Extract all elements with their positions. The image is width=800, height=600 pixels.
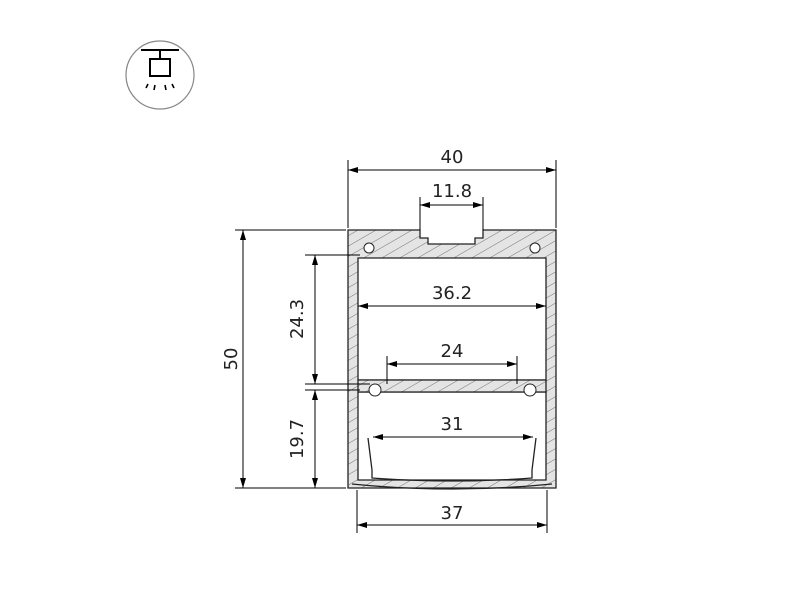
pendant-mount-icon xyxy=(125,40,195,110)
dim-width-outer: 40 xyxy=(441,147,464,168)
dim-slot-width: 11.8 xyxy=(432,181,472,202)
dim-height-total: 50 xyxy=(221,348,242,371)
dim-lower-inner-width: 24 xyxy=(441,341,464,362)
aluminium-profile xyxy=(347,229,557,490)
dim-diffuser-inner-width: 31 xyxy=(441,414,464,435)
dim-upper-chamber-height: 24.3 xyxy=(287,299,308,339)
dim-diffuser-width: 37 xyxy=(441,503,464,524)
dimension-lines xyxy=(235,160,557,533)
dim-lower-chamber-height: 19.7 xyxy=(287,419,308,459)
dim-inner-width: 36.2 xyxy=(432,283,472,304)
